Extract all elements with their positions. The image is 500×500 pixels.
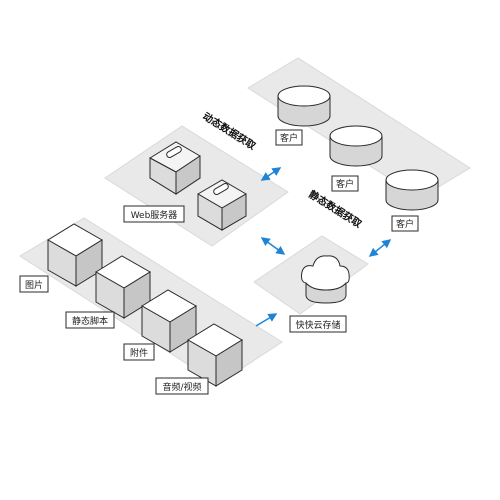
arrow-icon	[255, 313, 278, 327]
cloud-storage: 快快云存储	[289, 255, 350, 333]
web-server-1	[149, 141, 201, 195]
file-box-static-script: 静态脚本	[65, 255, 151, 329]
double-arrow-icon	[260, 237, 286, 255]
cloud-storage-label: 快快云存储	[295, 319, 340, 331]
attachment-label: 附件	[130, 347, 148, 359]
image-label: 图片	[25, 279, 43, 291]
web-server-text: Web服务器	[131, 209, 178, 221]
client-label-1: 客户	[280, 132, 298, 144]
file-box-audio-video: 音频/视频	[155, 323, 243, 395]
static-section-label: 静态数据获取	[306, 188, 365, 231]
web-server-label: Web服务器	[123, 205, 185, 223]
static-script-label: 静态脚本	[72, 315, 108, 327]
web-server-panel	[104, 125, 289, 247]
audio-video-label: 音频/视频	[162, 381, 201, 393]
double-arrow-icon	[368, 239, 392, 257]
client-db-2: 客户	[329, 125, 383, 192]
web-server-2	[197, 179, 247, 231]
double-arrow-icon	[260, 167, 282, 181]
file-box-image: 图片	[19, 223, 103, 293]
client-db-1: 客户	[275, 85, 331, 146]
client-label-3: 客户	[396, 218, 414, 230]
file-box-attachment: 附件	[123, 289, 197, 361]
client-db-3: 客户	[385, 169, 439, 232]
client-label-2: 客户	[336, 178, 354, 190]
